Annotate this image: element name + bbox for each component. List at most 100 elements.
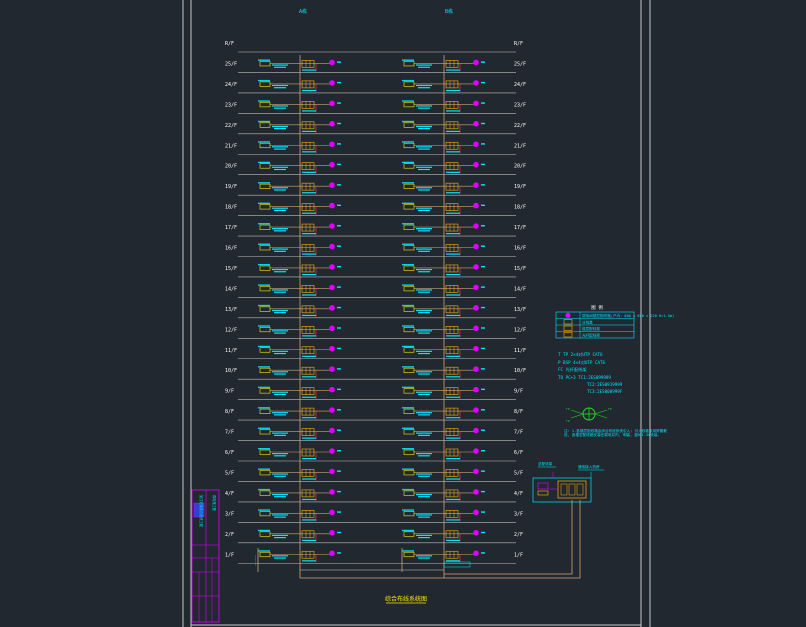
floor-device-group [258, 407, 341, 420]
device-caption [416, 555, 432, 557]
floor-device-group [258, 223, 341, 236]
floor-label-right: 6/F [514, 450, 523, 456]
floor-distribution-box [259, 367, 271, 374]
device-caption [274, 312, 286, 314]
device-caption [274, 455, 286, 457]
info-outlet-icon [473, 202, 479, 209]
device-caption [302, 110, 316, 112]
info-outlet-icon [329, 182, 335, 188]
device-caption [337, 184, 341, 186]
info-outlet-icon [329, 407, 335, 413]
device-caption [258, 59, 270, 61]
device-caption [274, 168, 286, 171]
patch-panel [445, 550, 459, 559]
device-caption [258, 141, 270, 143]
device-caption [446, 437, 460, 439]
floor-label-right: 5/F [514, 470, 523, 476]
patch-panel [445, 510, 459, 518]
info-outlet-icon [329, 80, 335, 86]
patch-panel [301, 428, 315, 436]
patch-panel [445, 244, 459, 252]
device-caption [446, 171, 460, 173]
device-caption [446, 89, 460, 92]
note-3: FC 光纤配线架 [558, 366, 587, 373]
device-caption [258, 182, 270, 184]
device-caption [418, 250, 430, 252]
device-caption [272, 330, 288, 332]
device-caption [481, 388, 485, 391]
device-caption [402, 202, 414, 204]
column-a-header: A栋 [299, 8, 307, 15]
floor-distribution-box [259, 449, 271, 455]
patch-panel [301, 469, 315, 477]
floor-device-group [402, 79, 485, 92]
floor-device-group [258, 100, 341, 113]
device-caption [416, 105, 432, 107]
patch-panel [445, 530, 459, 539]
info-outlet-icon [329, 243, 335, 250]
info-outlet-icon [329, 530, 335, 536]
floor-lines [238, 51, 516, 564]
patch-panel [301, 366, 315, 375]
device-caption [481, 245, 485, 247]
device-caption [258, 386, 270, 389]
device-caption [402, 468, 414, 470]
patch-panel [445, 101, 459, 109]
patch-panel [301, 182, 315, 191]
floor-label-left: 24/F [225, 82, 237, 88]
info-outlet-icon [329, 284, 335, 291]
floor-label-right: R/F [514, 41, 523, 47]
device-caption [402, 345, 414, 348]
device-caption [418, 332, 430, 334]
device-caption [337, 409, 341, 411]
device-caption [481, 163, 485, 166]
device-caption [481, 265, 485, 268]
device-caption [337, 306, 341, 309]
info-outlet-icon [473, 489, 479, 495]
device-caption [416, 412, 432, 414]
device-caption [446, 417, 460, 419]
device-caption [402, 182, 414, 184]
device-caption [274, 332, 286, 334]
device-caption [446, 212, 460, 214]
floor-device-group [258, 304, 341, 317]
device-caption [258, 366, 270, 368]
floor-distribution-box [403, 449, 415, 455]
device-caption [302, 437, 316, 439]
floor-distribution-box [403, 470, 415, 476]
device-caption [481, 143, 485, 145]
title-block-logo [193, 502, 205, 518]
patch-panel [301, 60, 315, 68]
device-caption [418, 475, 430, 477]
patch-panel [301, 325, 315, 334]
patch-panel [301, 510, 315, 518]
device-caption [481, 286, 485, 288]
device-caption [446, 192, 460, 194]
floor-label-right: 9/F [514, 389, 523, 395]
floor-device-group [402, 243, 485, 256]
info-outlet-icon [329, 121, 335, 127]
device-caption [402, 79, 414, 82]
device-caption [416, 64, 432, 66]
device-caption [337, 511, 341, 513]
title-block: 某住宅楼综合布线工程 弱电施工图 [191, 489, 220, 623]
legend-table: 图 例 弱电间楼层配线箱(户内: 800 × 600 × 220 H=1.5m)… [555, 304, 674, 339]
main-distribution-frame: 总配线架 通信接入机房 [532, 461, 604, 503]
floor-device-group [258, 325, 341, 338]
device-caption [446, 396, 460, 398]
floor-device-group [402, 550, 485, 563]
sheet-frame [182, 0, 651, 627]
device-caption [416, 514, 432, 516]
patch-panel [445, 141, 459, 150]
info-outlet-icon [473, 182, 479, 188]
floor-device-group [402, 161, 485, 174]
info-outlet-icon [473, 550, 479, 557]
svg-text:TP: TP [608, 407, 612, 411]
floor-labels-right: R/F25/F24/F23/F22/F21/F20/F19/F18/F17/F1… [514, 41, 526, 558]
floor-distribution-box [403, 122, 415, 128]
device-caption [418, 230, 430, 232]
floor-distribution-box [259, 61, 271, 67]
floor-device-group [258, 468, 341, 481]
floor-label-left: 7/F [225, 430, 234, 436]
device-caption [258, 325, 270, 327]
